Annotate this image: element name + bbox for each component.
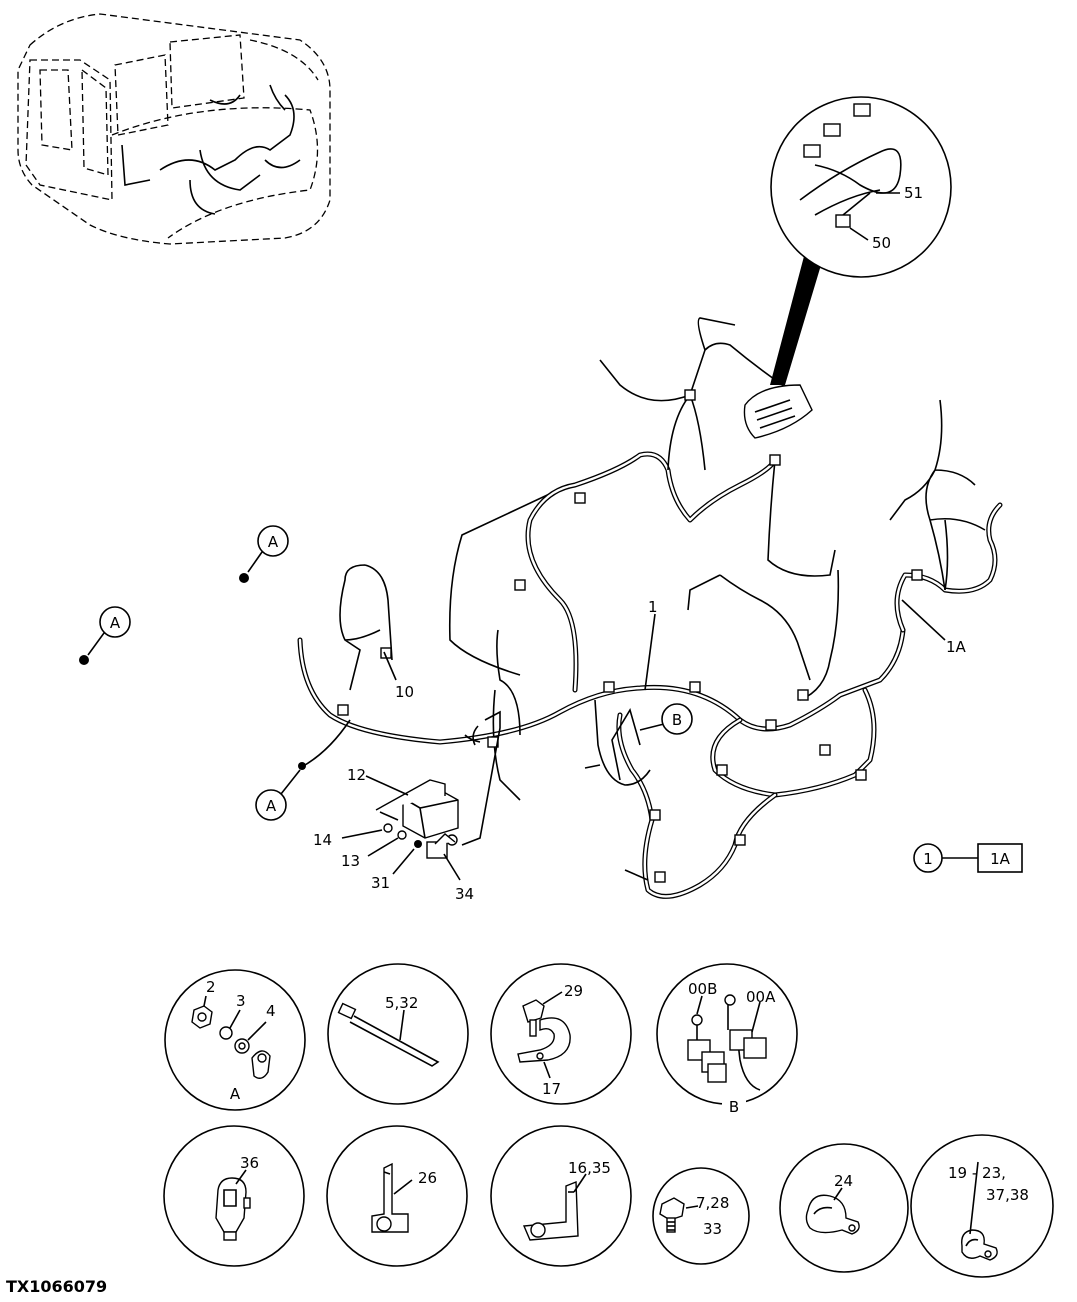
detail-label-29: 29 — [564, 982, 583, 1000]
view-a-callout-1: A — [87, 606, 131, 656]
detail-bolt: 7,28 33 — [652, 1167, 750, 1265]
view-a-callout-3: A — [255, 769, 301, 821]
detail-label-3: 3 — [236, 992, 246, 1010]
detail-label-4: 4 — [266, 1002, 276, 1020]
part-label-51: 51 — [904, 184, 923, 202]
view-a-callout-2: A — [247, 525, 289, 573]
detail-bracket-large: 16,35 — [490, 1125, 632, 1267]
detail-clamps: 19 - 23, 37,38 — [910, 1134, 1054, 1278]
view-b-callout: B — [639, 703, 693, 735]
detail-label-19-23: 19 - 23, — [948, 1164, 1006, 1182]
detail-label-7-28: 7,28 — [696, 1194, 729, 1212]
part-label-13: 13 — [341, 852, 360, 870]
part-label-1: 1 — [648, 598, 658, 616]
svg-text:A: A — [268, 533, 279, 551]
detail-b-connectors: 00B 00A B — [656, 963, 798, 1116]
harness-legend: 1 1A — [913, 843, 1023, 873]
svg-text:B: B — [672, 711, 682, 729]
detail-letter-a: A — [230, 1085, 241, 1103]
detail-label-37-38: 37,38 — [986, 1186, 1029, 1204]
part-label-34: 34 — [455, 885, 474, 903]
svg-text:A: A — [110, 614, 121, 632]
part-label-1a: 1A — [946, 638, 967, 656]
detail-clamp: 29 17 — [490, 963, 632, 1105]
detail-cable-tie: 5,32 — [327, 963, 469, 1105]
detail-a-hardware: 2 3 4 A — [164, 969, 306, 1111]
svg-text:A: A — [266, 797, 277, 815]
detail-label-33: 33 — [703, 1220, 722, 1238]
detail-label-36: 36 — [240, 1154, 259, 1172]
cab-overview-illustration — [17, 13, 331, 245]
relay-assembly: 12 14 13 31 34 — [313, 710, 501, 903]
part-label-10: 10 — [395, 683, 414, 701]
detail-label-17: 17 — [542, 1080, 561, 1098]
part-label-12: 12 — [347, 766, 366, 784]
figure-id: TX1066079 — [6, 1277, 107, 1296]
detail-label-00b: 00B — [688, 980, 717, 998]
detail-label-24: 24 — [834, 1172, 853, 1190]
detail-letter-b: B — [729, 1098, 739, 1116]
part-label-14: 14 — [313, 831, 332, 849]
main-harness — [79, 317, 1003, 899]
detail-label-26: 26 — [418, 1169, 437, 1187]
detail-label-2: 2 — [206, 978, 216, 996]
connector-detail-bubble: 51 50 — [770, 96, 952, 385]
part-label-50: 50 — [872, 234, 891, 252]
detail-p-clamp: 24 — [779, 1143, 909, 1273]
detail-bracket-small: 26 — [326, 1125, 468, 1267]
svg-text:1A: 1A — [990, 850, 1011, 868]
detail-label-00a: 00A — [746, 988, 776, 1006]
detail-label-5-32: 5,32 — [385, 994, 418, 1012]
detail-clip: 36 — [163, 1125, 305, 1267]
detail-label-16-35: 16,35 — [568, 1159, 611, 1177]
part-label-31: 31 — [371, 874, 390, 892]
svg-text:1: 1 — [923, 850, 933, 868]
